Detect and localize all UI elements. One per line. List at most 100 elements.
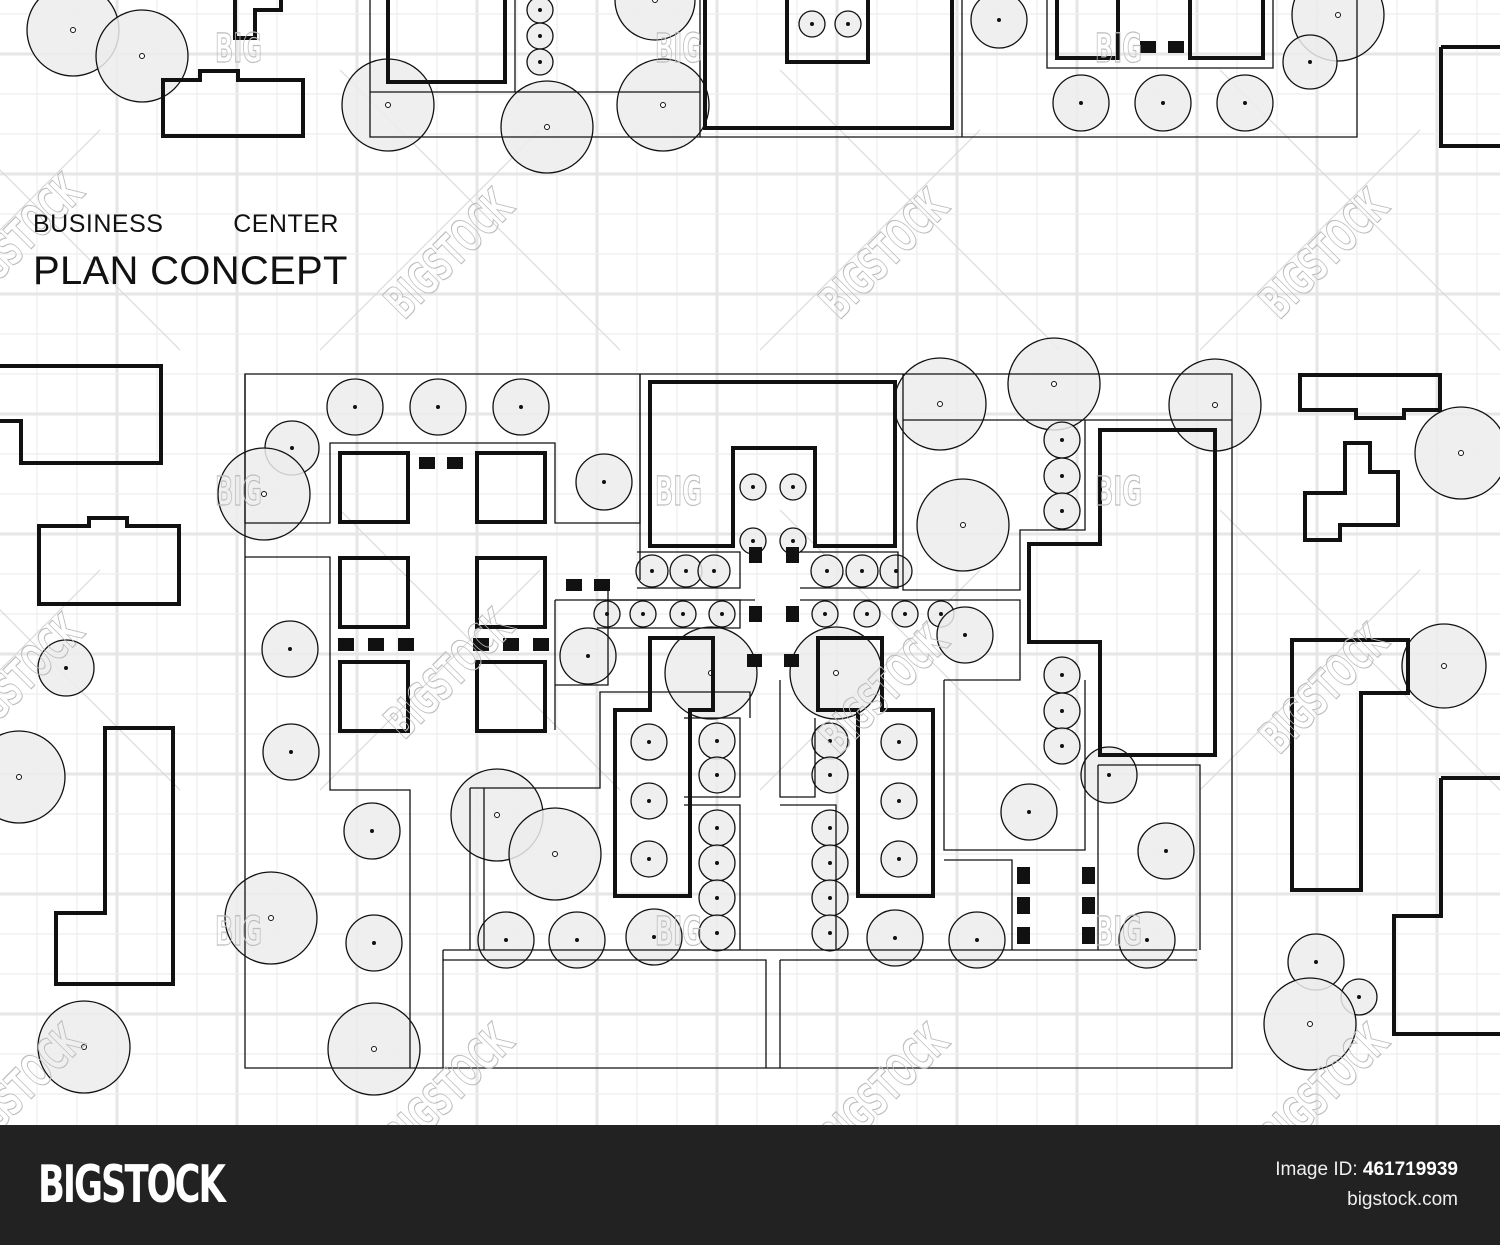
tree-icon <box>1134 74 1192 132</box>
watermark-small: BIG <box>215 467 262 514</box>
building-outline <box>475 556 547 629</box>
tree-icon <box>477 911 535 969</box>
building-outline <box>386 0 507 84</box>
tree-icon <box>1216 74 1274 132</box>
tree-icon <box>811 600 839 628</box>
tree-icon <box>217 447 311 541</box>
tree-icon <box>834 10 862 38</box>
column-pad <box>1017 897 1030 914</box>
watermark-line <box>0 569 101 671</box>
tree-icon <box>811 879 849 917</box>
tree-icon <box>970 0 1028 49</box>
tree-icon <box>811 756 849 794</box>
site-boundary-line <box>245 556 411 1068</box>
watermark-small: BIG <box>655 467 702 514</box>
watermark-line <box>759 129 981 351</box>
column-pad <box>1082 867 1095 884</box>
building-outline <box>816 636 935 898</box>
tree-icon <box>629 600 657 628</box>
watermark-line <box>0 169 181 351</box>
column-pad <box>368 638 384 651</box>
site-boundary-line <box>470 691 751 789</box>
tree-icon <box>811 914 849 952</box>
tree-icon <box>1043 727 1081 765</box>
column-pad <box>398 638 414 651</box>
building-outline <box>54 726 175 986</box>
column-pad <box>594 579 610 591</box>
title-plan-concept: PLAN CONCEPT <box>33 249 348 293</box>
tree-icon <box>708 600 736 628</box>
tree-icon <box>508 807 602 901</box>
building-outline <box>1055 0 1120 60</box>
building-outline <box>1188 0 1265 60</box>
building-outline <box>475 451 547 524</box>
site-boundary-line <box>597 599 741 629</box>
tree-icon <box>1007 337 1101 431</box>
tree-icon <box>798 10 826 38</box>
site-boundary-line <box>244 374 641 524</box>
site-boundary-line <box>684 804 741 950</box>
tree-icon <box>1043 421 1081 459</box>
tree-icon <box>0 730 66 824</box>
tree-icon <box>936 606 994 664</box>
tree-icon <box>326 378 384 436</box>
tree-icon <box>916 478 1010 572</box>
tree-icon <box>593 600 621 628</box>
site-boundary-line <box>943 680 1086 851</box>
tree-icon <box>698 722 736 760</box>
image-id-line: Image ID: 461719939 <box>1275 1155 1458 1185</box>
watermark-line <box>319 569 541 791</box>
building-outline <box>338 556 410 629</box>
watermark-line <box>0 609 181 791</box>
title-center: CENTER <box>233 210 339 238</box>
title-business: BUSINESS <box>33 210 164 238</box>
tree-icon <box>635 554 669 588</box>
image-id-value: 461719939 <box>1362 1159 1458 1180</box>
column-pad <box>786 547 799 563</box>
bigstock-logo: BIGSTOCK <box>38 1155 226 1215</box>
column-pad <box>503 638 519 651</box>
tree-icon <box>853 600 881 628</box>
tree-icon <box>1043 492 1081 530</box>
watermark-line <box>1219 509 1500 791</box>
column-pad <box>566 579 582 591</box>
building-outline <box>233 0 283 40</box>
tree-icon <box>1080 746 1138 804</box>
tree-canopies <box>0 0 1500 1096</box>
tree-icon <box>698 879 736 917</box>
site-link[interactable]: bigstock.com <box>1347 1189 1458 1210</box>
column-pad <box>1168 41 1184 53</box>
building-outline <box>338 451 410 524</box>
column-pad <box>473 638 489 651</box>
watermark-small: BIG <box>215 907 262 954</box>
site-boundary-line <box>1098 764 1201 950</box>
tree-icon <box>845 554 879 588</box>
tree-icon <box>891 600 919 628</box>
column-pads <box>338 41 1184 944</box>
tree-icon <box>1414 406 1500 500</box>
tree-icon <box>630 723 668 761</box>
watermark-small: BIG <box>655 24 702 71</box>
tree-icon <box>625 908 683 966</box>
tree-icon <box>526 22 554 50</box>
building-footprints <box>0 0 1500 1036</box>
building-outline <box>0 364 163 465</box>
building-outline <box>338 660 410 733</box>
watermark-line <box>319 129 541 351</box>
column-pad <box>447 457 463 469</box>
site-boundary-line <box>780 804 837 950</box>
tree-icon <box>37 639 95 697</box>
tree-icon <box>1263 977 1357 1071</box>
tree-icon <box>698 756 736 794</box>
tree-icon <box>697 554 731 588</box>
tree-icon <box>669 600 697 628</box>
tree-icon <box>1282 34 1338 90</box>
watermark: BIGSTOCK <box>809 1013 959 1125</box>
column-pad <box>749 547 762 563</box>
tree-icon <box>526 48 554 76</box>
watermark-line <box>1199 129 1421 351</box>
tree-icon <box>224 871 318 965</box>
tree-icon <box>500 80 594 174</box>
site-boundary-line <box>779 680 816 798</box>
